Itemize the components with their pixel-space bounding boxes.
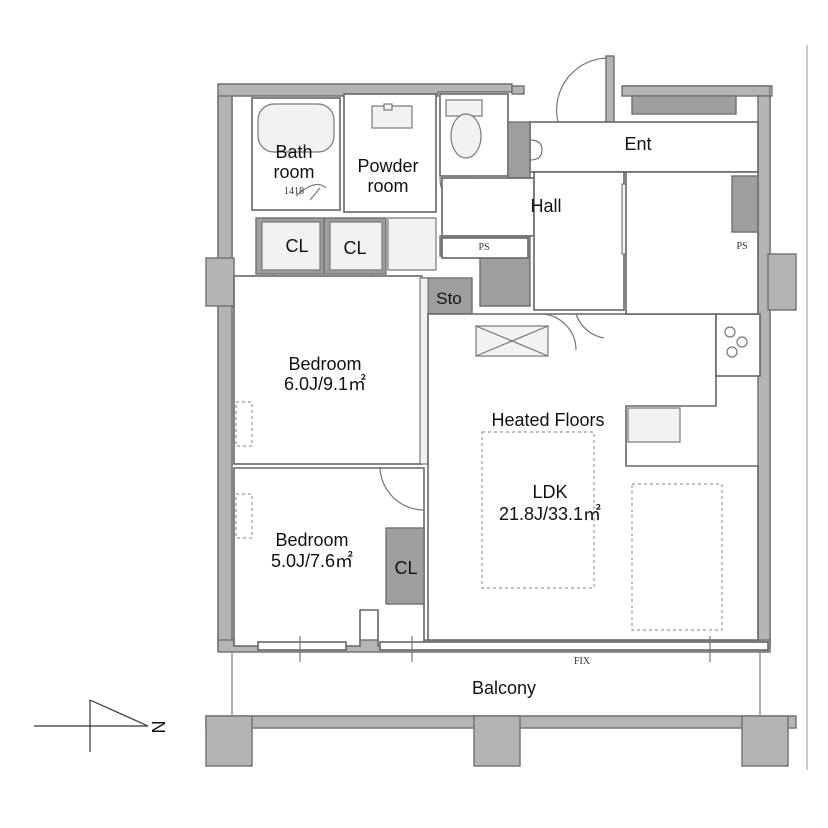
closet-label-3: CL (394, 558, 417, 578)
bathroom-code: 1418 (284, 186, 304, 197)
closet-label-2: CL (343, 238, 366, 258)
north-arrow (34, 699, 149, 752)
toilet-room (439, 93, 509, 213)
entrance (507, 121, 759, 233)
entrance-label: Ent (624, 134, 651, 154)
bedroom-1 (233, 275, 429, 465)
fixed-window-label: FIX (574, 656, 591, 667)
bathroom (251, 97, 341, 211)
heated-floors-label: Heated Floors (491, 410, 604, 430)
north-label: N (148, 721, 168, 734)
bedroom-2-size: 5.0J/7.6㎡ (271, 550, 353, 571)
bathroom-label-line1: Bath (275, 142, 312, 162)
ldk-name: LDK (532, 482, 567, 502)
pipe-shaft-label-2: PS (736, 241, 747, 252)
storage-label: Sto (436, 289, 462, 308)
bedroom-1-size: 6.0J/9.1㎡ (284, 373, 366, 394)
closet-label-1: CL (285, 236, 308, 256)
entry-door (555, 55, 615, 123)
bathroom-label-line2: room (273, 162, 314, 182)
balcony-windows (257, 636, 769, 662)
bedroom-1-name: Bedroom (288, 354, 361, 374)
hall-label: Hall (530, 196, 561, 216)
powder-room-label-line2: room (367, 176, 408, 196)
balcony (205, 651, 797, 767)
pipe-shaft-label-1: PS (478, 242, 489, 253)
ldk-size: 21.8J/33.1㎡ (499, 503, 601, 524)
balcony-label: Balcony (472, 678, 536, 698)
bedroom-2-name: Bedroom (275, 530, 348, 550)
bedroom-2 (233, 467, 425, 647)
powder-room-label-line1: Powder (357, 156, 418, 176)
powder-room (343, 93, 437, 213)
ldk (427, 171, 761, 641)
